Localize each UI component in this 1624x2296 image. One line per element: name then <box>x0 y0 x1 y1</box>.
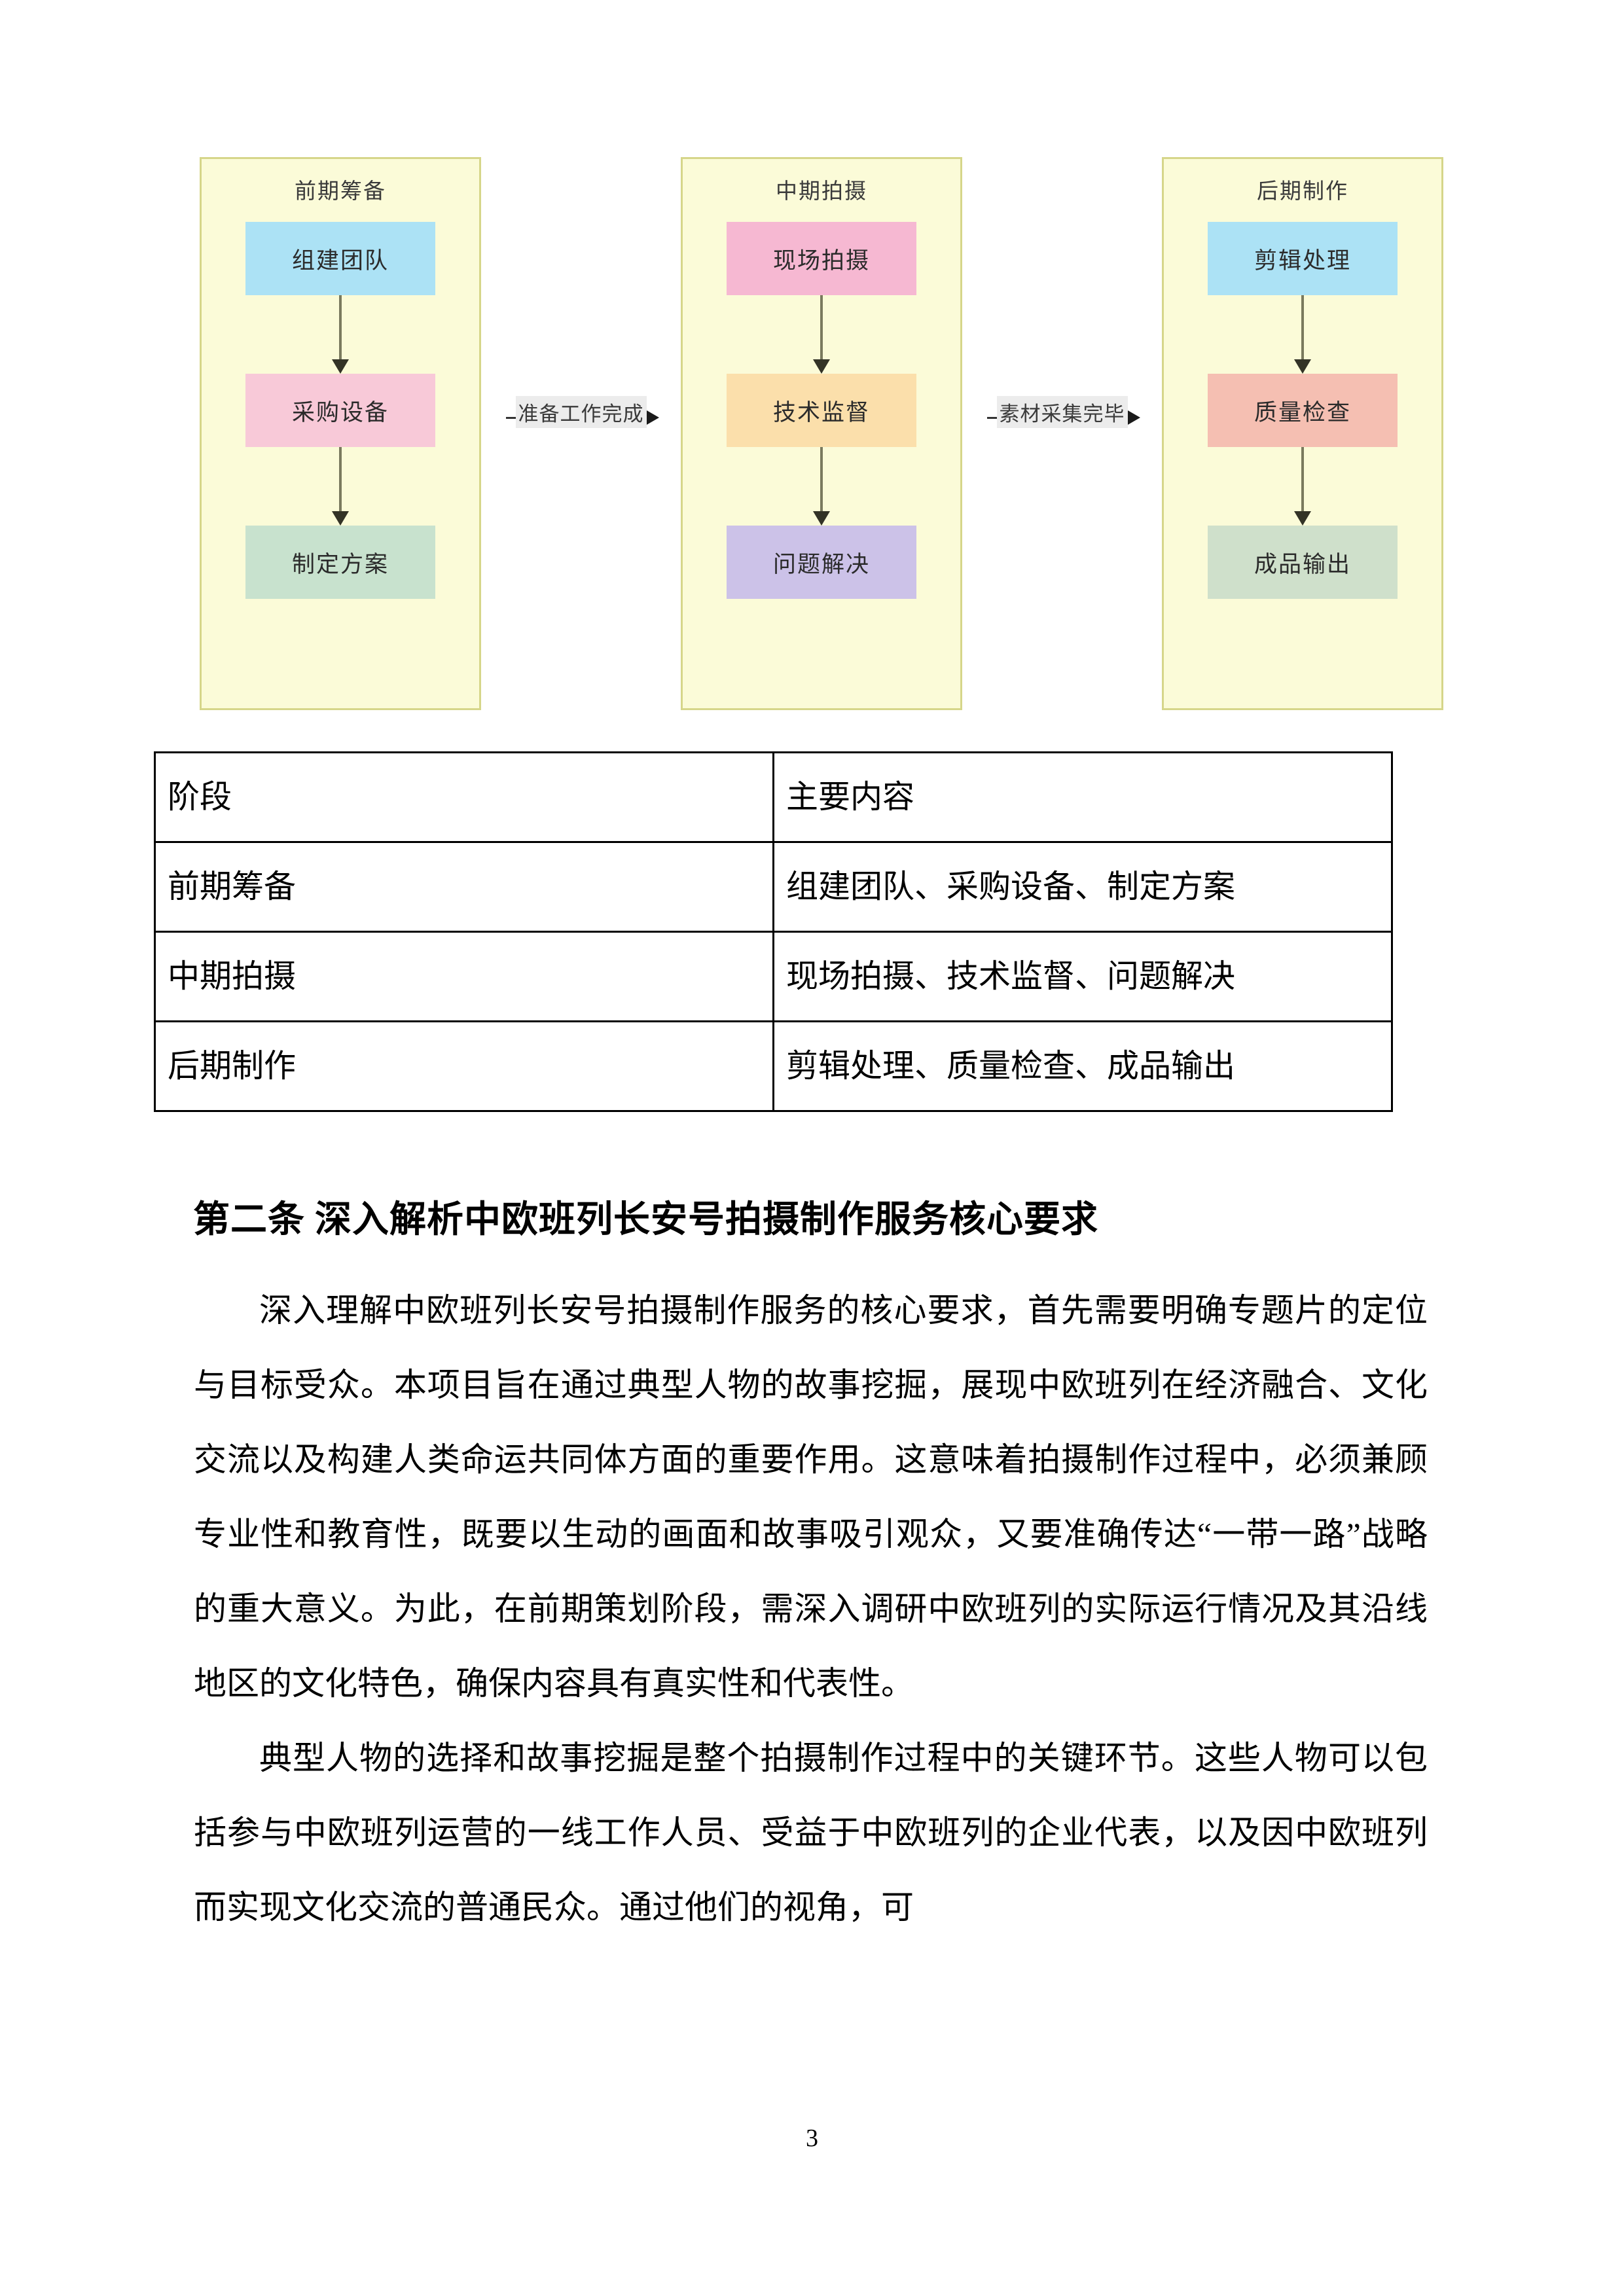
flow-connector-1: 准备工作完成 <box>505 157 659 710</box>
flowchart-cluster-post-production: 后期制作 剪辑处理 质量检查 成品输出 <box>1162 157 1443 710</box>
flow-node-on-site-shooting: 现场拍摄 <box>727 222 916 295</box>
table-header-row: 阶段 主要内容 <box>154 751 1393 843</box>
flow-arrow-down-icon <box>338 295 342 374</box>
table-cell-stage: 前期筹备 <box>154 841 774 933</box>
table-header-content: 主要内容 <box>772 751 1393 843</box>
flowchart-cluster-production: 中期拍摄 现场拍摄 技术监督 问题解决 <box>681 157 962 710</box>
cluster-title: 后期制作 <box>1257 179 1348 203</box>
flow-node-technical-supervision: 技术监督 <box>727 374 916 447</box>
connector-label: 素材采集完毕 <box>996 396 1128 428</box>
cluster-title: 中期拍摄 <box>776 179 867 203</box>
flow-node-quality-check: 质量检查 <box>1208 374 1398 447</box>
flow-arrow-down-icon <box>820 447 823 526</box>
table-cell-content: 剪辑处理、质量检查、成品输出 <box>772 1020 1393 1112</box>
section-heading: 第二条 深入解析中欧班列长安号拍摄制作服务核心要求 <box>193 1200 1098 1240</box>
table-header-stage: 阶段 <box>154 751 774 843</box>
table-cell-content: 现场拍摄、技术监督、问题解决 <box>772 931 1393 1022</box>
table-cell-content: 组建团队、采购设备、制定方案 <box>772 841 1393 933</box>
flow-arrow-down-icon <box>338 447 342 526</box>
flow-arrow-down-icon <box>1301 447 1305 526</box>
table-cell-stage: 后期制作 <box>154 1020 774 1112</box>
flow-node-problem-solving: 问题解决 <box>727 526 916 599</box>
cluster-title: 前期筹备 <box>295 179 386 203</box>
process-flowchart: 前期筹备 组建团队 采购设备 制定方案 准备工作完成 中期拍摄 现场拍摄 技术监… <box>200 157 1443 710</box>
connector-label: 准备工作完成 <box>515 396 647 428</box>
flow-node-make-plan: 制定方案 <box>245 526 435 599</box>
flow-arrow-down-icon <box>1301 295 1305 374</box>
section-body: 深入理解中欧班列长安号拍摄制作服务的核心要求，首先需要明确专题片的定位与目标受众… <box>194 1273 1428 1945</box>
flow-node-editing: 剪辑处理 <box>1208 222 1398 295</box>
stage-summary-table: 阶段 主要内容 前期筹备 组建团队、采购设备、制定方案 中期拍摄 现场拍摄、技术… <box>154 751 1393 1112</box>
table-row: 前期筹备 组建团队、采购设备、制定方案 <box>154 841 1393 933</box>
paragraph: 典型人物的选择和故事挖掘是整个拍摄制作过程中的关键环节。这些人物可以包括参与中欧… <box>194 1740 1428 1926</box>
table-row: 后期制作 剪辑处理、质量检查、成品输出 <box>154 1020 1393 1112</box>
flowchart-cluster-pre-production: 前期筹备 组建团队 采购设备 制定方案 <box>200 157 481 710</box>
flow-connector-2: 素材采集完毕 <box>986 157 1140 710</box>
flow-node-form-team: 组建团队 <box>245 222 435 295</box>
table-row: 中期拍摄 现场拍摄、技术监督、问题解决 <box>154 931 1393 1022</box>
flow-arrow-down-icon <box>820 295 823 374</box>
paragraph: 深入理解中欧班列长安号拍摄制作服务的核心要求，首先需要明确专题片的定位与目标受众… <box>194 1292 1428 1702</box>
flow-node-final-output: 成品输出 <box>1208 526 1398 599</box>
page-number: 3 <box>806 2125 818 2152</box>
flow-node-purchase-equipment: 采购设备 <box>245 374 435 447</box>
table-cell-stage: 中期拍摄 <box>154 931 774 1022</box>
